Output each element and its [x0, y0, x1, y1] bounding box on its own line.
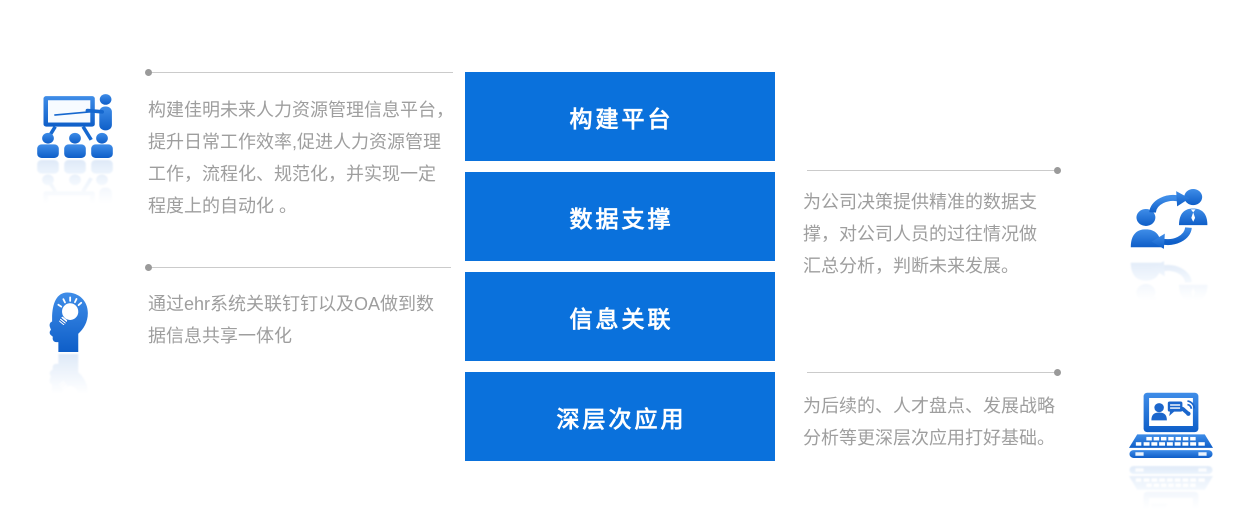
people-exchange-icon-wrap	[1119, 186, 1222, 329]
icon-reflection-fade	[1121, 462, 1221, 530]
description-line: 工作，流程化、规范化，并实现一定	[148, 164, 436, 184]
description-line: 为公司决策提供精准的数据支	[803, 192, 1037, 212]
description-block-future: 为后续的、人才盘点、发展战略 分析等更深层次应用打好基础。	[803, 390, 1055, 454]
description-block-build: 构建佳明未来人力资源管理信息平台， 提升日常工作效率,促进人力资源管理 工作，流…	[148, 94, 454, 222]
training-presentation-icon-wrap	[22, 92, 128, 231]
laptop-communication-icon-wrap	[1121, 391, 1221, 530]
description-block-ehr: 通过ehr系统关联钉钉以及OA做到数 据信息共享一体化	[148, 288, 434, 352]
people-exchange-icon	[1130, 188, 1208, 249]
separator-dot	[1054, 369, 1061, 376]
description-line: 撑，对公司人员的过往情况做	[803, 224, 1037, 244]
separator-dot	[145, 264, 152, 271]
icon-reflection-fade	[1119, 255, 1222, 329]
laptop-communication-icon	[1129, 392, 1213, 458]
separator-line	[145, 69, 453, 76]
description-line: 构建佳明未来人力资源管理信息平台，	[148, 100, 454, 120]
description-line: 为后续的、人才盘点、发展战略	[803, 396, 1055, 416]
description-block-decision: 为公司决策提供精准的数据支 撑，对公司人员的过往情况做 汇总分析，判断未来发展。	[803, 186, 1037, 282]
description-line: 分析等更深层次应用打好基础。	[803, 428, 1055, 448]
description-line: 汇总分析，判断未来发展。	[803, 256, 1019, 276]
pillar-build-platform: 构建平台	[465, 72, 775, 161]
icon-reflection-fade	[29, 353, 101, 419]
separator-line	[807, 167, 1061, 174]
description-line: 通过ehr系统关联钉钉以及OA做到数	[148, 294, 435, 314]
separator-line	[145, 264, 451, 271]
separator-dot	[1054, 167, 1061, 174]
separator-line	[807, 369, 1061, 376]
idea-head-icon	[49, 292, 88, 352]
description-line: 据信息共享一体化	[148, 326, 292, 346]
pillar-deep-application: 深层次应用	[465, 372, 775, 461]
training-presentation-icon	[37, 94, 113, 158]
separator-dot	[145, 69, 152, 76]
idea-head-icon-wrap	[29, 291, 101, 419]
pillar-info-association: 信息关联	[465, 272, 775, 361]
icon-reflection-fade	[22, 159, 128, 231]
description-line: 程度上的自动化 。	[148, 196, 298, 216]
pillar-data-support: 数据支撑	[465, 172, 775, 261]
description-line: 提升日常工作效率,促进人力资源管理	[148, 132, 441, 152]
